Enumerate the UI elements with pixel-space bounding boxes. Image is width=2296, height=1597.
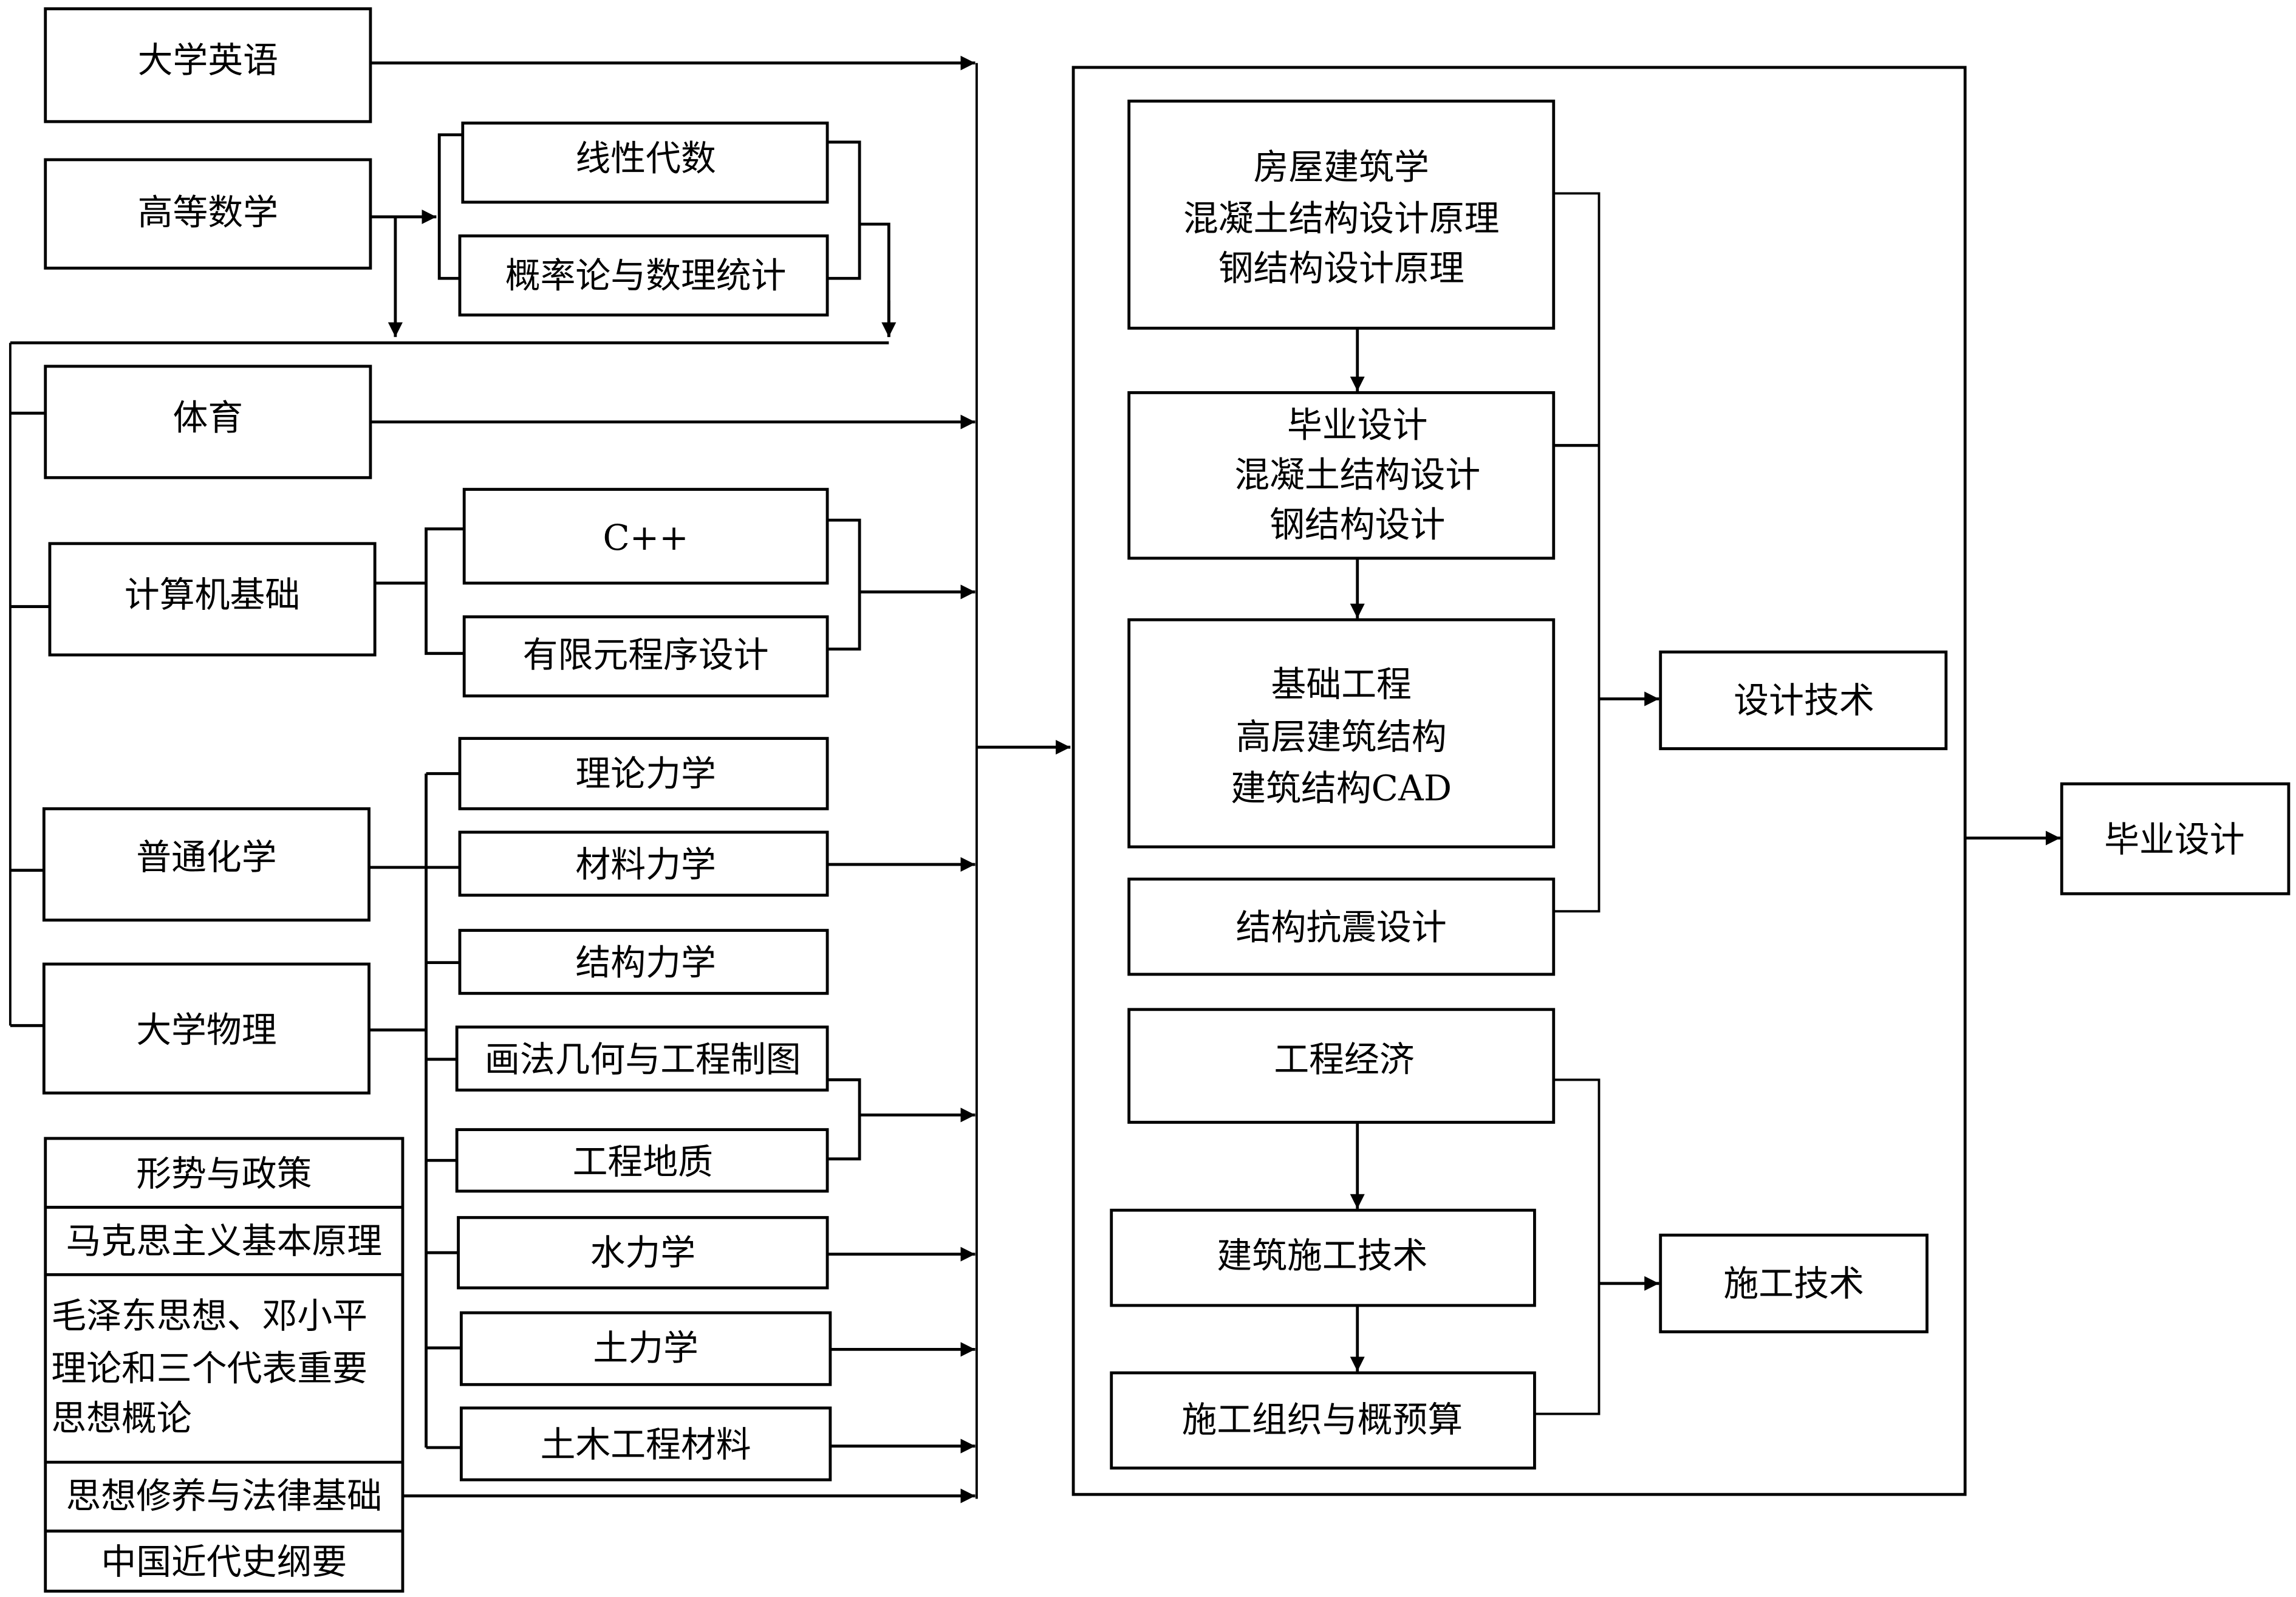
political-course: 思想概论: [51, 1398, 191, 1439]
course-computer-basics: 计算机基础: [48, 542, 377, 657]
political-course: 毛泽东思想、邓小平: [51, 1295, 367, 1336]
course-civil-materials: 土木工程材料: [459, 1406, 832, 1482]
svg-text:高层建筑结构: 高层建筑结构: [1236, 716, 1447, 757]
political-course: 形势与政策: [136, 1153, 312, 1194]
course-fem-programming: 有限元程序设计: [462, 615, 829, 698]
construction-box-3: 施工组织与概预算: [1110, 1371, 1536, 1470]
svg-text:水力学: 水力学: [590, 1232, 696, 1273]
course-soil-mechanics: 土力学: [459, 1311, 832, 1386]
course-physics: 大学物理: [42, 962, 371, 1095]
design-box-2: 毕业设计 混凝土结构设计 钢结构设计: [1127, 391, 1556, 560]
svg-text:房屋建筑学: 房屋建筑学: [1254, 146, 1429, 188]
course-cpp: C++: [462, 488, 829, 585]
design-box-1: 房屋建筑学 混凝土结构设计原理 钢结构设计原理: [1127, 100, 1556, 330]
design-technology-box: 设计技术: [1659, 650, 1948, 750]
construction-box-1: 工程经济: [1127, 1008, 1556, 1124]
course-pe: 体育: [44, 364, 372, 479]
svg-text:基础工程: 基础工程: [1271, 663, 1412, 705]
svg-text:大学物理: 大学物理: [136, 1010, 276, 1051]
svg-text:理论力学: 理论力学: [575, 753, 716, 794]
course-material-mechanics: 材料力学: [458, 830, 829, 897]
design-box-4: 结构抗震设计: [1127, 877, 1556, 976]
svg-text:混凝土结构设计: 混凝土结构设计: [1234, 454, 1480, 495]
construction-box-2: 建筑施工技术: [1110, 1208, 1536, 1307]
svg-text:有限元程序设计: 有限元程序设计: [523, 634, 769, 675]
svg-text:钢结构设计原理: 钢结构设计原理: [1218, 247, 1464, 289]
right-connectors: [1350, 192, 2060, 1415]
political-course: 理论和三个代表重要: [51, 1348, 367, 1389]
course-descriptive-geometry: 画法几何与工程制图: [455, 1025, 829, 1092]
svg-text:大学英语: 大学英语: [138, 39, 278, 81]
svg-text:设计技术: 设计技术: [1734, 680, 1874, 721]
svg-text:土木工程材料: 土木工程材料: [541, 1424, 751, 1465]
svg-text:C++: C++: [603, 517, 689, 558]
design-box-3: 基础工程 高层建筑结构 建筑结构CAD: [1127, 618, 1556, 849]
svg-text:毕业设计: 毕业设计: [1287, 404, 1427, 445]
svg-text:计算机基础: 计算机基础: [125, 574, 300, 615]
svg-text:土力学: 土力学: [593, 1327, 699, 1369]
course-chemistry: 普通化学: [42, 807, 371, 922]
political-course: 思想修养与法律基础: [66, 1476, 383, 1517]
svg-text:画法几何与工程制图: 画法几何与工程制图: [485, 1039, 801, 1080]
svg-text:工程地质: 工程地质: [573, 1141, 713, 1183]
svg-text:结构抗震设计: 结构抗震设计: [1236, 907, 1447, 948]
svg-text:施工技术: 施工技术: [1723, 1263, 1864, 1304]
political-course: 中国近代史纲要: [101, 1541, 347, 1582]
construction-technology-box: 施工技术: [1659, 1233, 1929, 1333]
course-hydraulics: 水力学: [457, 1216, 829, 1290]
svg-text:线性代数: 线性代数: [575, 137, 716, 179]
course-english: 大学英语: [44, 7, 372, 123]
svg-text:结构力学: 结构力学: [575, 942, 716, 983]
svg-text:工程经济: 工程经济: [1274, 1039, 1414, 1080]
svg-text:普通化学: 普通化学: [136, 836, 276, 878]
svg-text:高等数学: 高等数学: [138, 192, 278, 233]
svg-text:钢结构设计: 钢结构设计: [1269, 504, 1445, 545]
political-course: 马克思主义基本原理: [66, 1220, 383, 1262]
svg-text:建筑施工技术: 建筑施工技术: [1217, 1235, 1427, 1276]
final-graduation-design-box: 毕业设计: [2060, 782, 2291, 895]
svg-text:概率论与数理统计: 概率论与数理统计: [505, 255, 787, 296]
course-linear-algebra: 线性代数: [461, 121, 829, 204]
course-advanced-math: 高等数学: [44, 158, 372, 270]
svg-text:混凝土结构设计原理: 混凝土结构设计原理: [1183, 197, 1500, 239]
course-engineering-geology: 工程地质: [455, 1128, 829, 1193]
svg-text:毕业设计: 毕业设计: [2104, 819, 2244, 860]
left-connectors: [9, 55, 1071, 1503]
course-structural-mechanics: 结构力学: [458, 929, 829, 995]
course-probability: 概率论与数理统计: [458, 234, 829, 316]
svg-text:施工组织与概预算: 施工组织与概预算: [1181, 1399, 1463, 1440]
course-theoretical-mechanics: 理论力学: [458, 737, 829, 810]
svg-text:体育: 体育: [173, 397, 243, 438]
svg-text:材料力学: 材料力学: [575, 844, 716, 885]
svg-text:建筑结构CAD: 建筑结构CAD: [1231, 768, 1452, 809]
political-courses-stack: 形势与政策 马克思主义基本原理 毛泽东思想、邓小平 理论和三个代表重要 思想概论…: [44, 1137, 405, 1593]
